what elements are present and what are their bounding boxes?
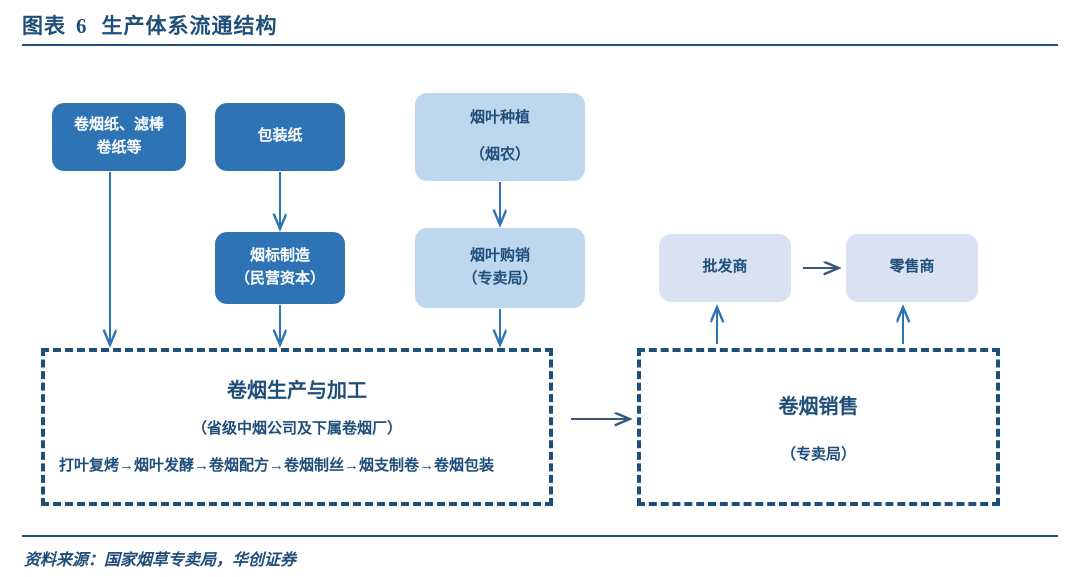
node-leaf-planting-line2: （烟农） bbox=[469, 147, 530, 163]
region-sales-title: 卷烟销售 bbox=[778, 396, 859, 418]
node-wholesaler[interactable]: 批发商 bbox=[659, 234, 791, 302]
header-divider bbox=[22, 44, 1058, 46]
figure-number: 6 bbox=[76, 14, 88, 38]
node-packaging-paper-line1: 包装纸 bbox=[257, 128, 303, 145]
region-cigarette-sales[interactable]: 卷烟销售 （专卖局） bbox=[637, 348, 1000, 506]
region-production-subtitle: （省级中烟公司及下属卷烟厂） bbox=[191, 421, 402, 437]
node-packaging-paper[interactable]: 包装纸 bbox=[215, 103, 345, 171]
node-leaf-trading-line2: （专卖局） bbox=[462, 271, 538, 287]
source-note: 资料来源：国家烟草专卖局，华创证券 bbox=[24, 552, 297, 569]
node-leaf-trading[interactable]: 烟叶购销 （专卖局） bbox=[415, 228, 585, 308]
node-retailer-line1: 零售商 bbox=[889, 259, 935, 276]
region-production-process-chain: 打叶复烤→烟叶发酵→卷烟配方→卷烟制丝→烟支制卷→卷烟包装 bbox=[59, 458, 495, 474]
node-paper-materials-line2: 卷纸等 bbox=[96, 140, 142, 156]
footer-divider bbox=[22, 535, 1058, 537]
node-paper-materials-line1: 卷烟纸、滤棒 bbox=[73, 116, 164, 133]
node-leaf-planting[interactable]: 烟叶种植 （烟农） bbox=[415, 93, 585, 181]
page-title: 图表 6 生产体系流通结构 bbox=[22, 10, 278, 40]
figure-label: 图表 bbox=[22, 14, 66, 38]
node-wholesaler-line1: 批发商 bbox=[702, 259, 748, 276]
node-label-manufacturing[interactable]: 烟标制造 （民营资本） bbox=[215, 232, 345, 304]
region-cigarette-production[interactable]: 卷烟生产与加工 （省级中烟公司及下属卷烟厂） 打叶复烤→烟叶发酵→卷烟配方→卷烟… bbox=[41, 348, 553, 506]
region-production-title: 卷烟生产与加工 bbox=[227, 380, 367, 402]
node-leaf-trading-line1: 烟叶购销 bbox=[469, 247, 530, 264]
node-label-manufacturing-line1: 烟标制造 bbox=[249, 247, 310, 264]
figure-title-text: 生产体系流通结构 bbox=[101, 14, 278, 38]
region-sales-subtitle: （专卖局） bbox=[780, 447, 856, 463]
node-retailer[interactable]: 零售商 bbox=[846, 234, 978, 302]
node-paper-materials[interactable]: 卷烟纸、滤棒 卷纸等 bbox=[52, 103, 186, 171]
node-leaf-planting-line1: 烟叶种植 bbox=[469, 109, 530, 126]
node-label-manufacturing-line2: （民营资本） bbox=[234, 271, 325, 287]
